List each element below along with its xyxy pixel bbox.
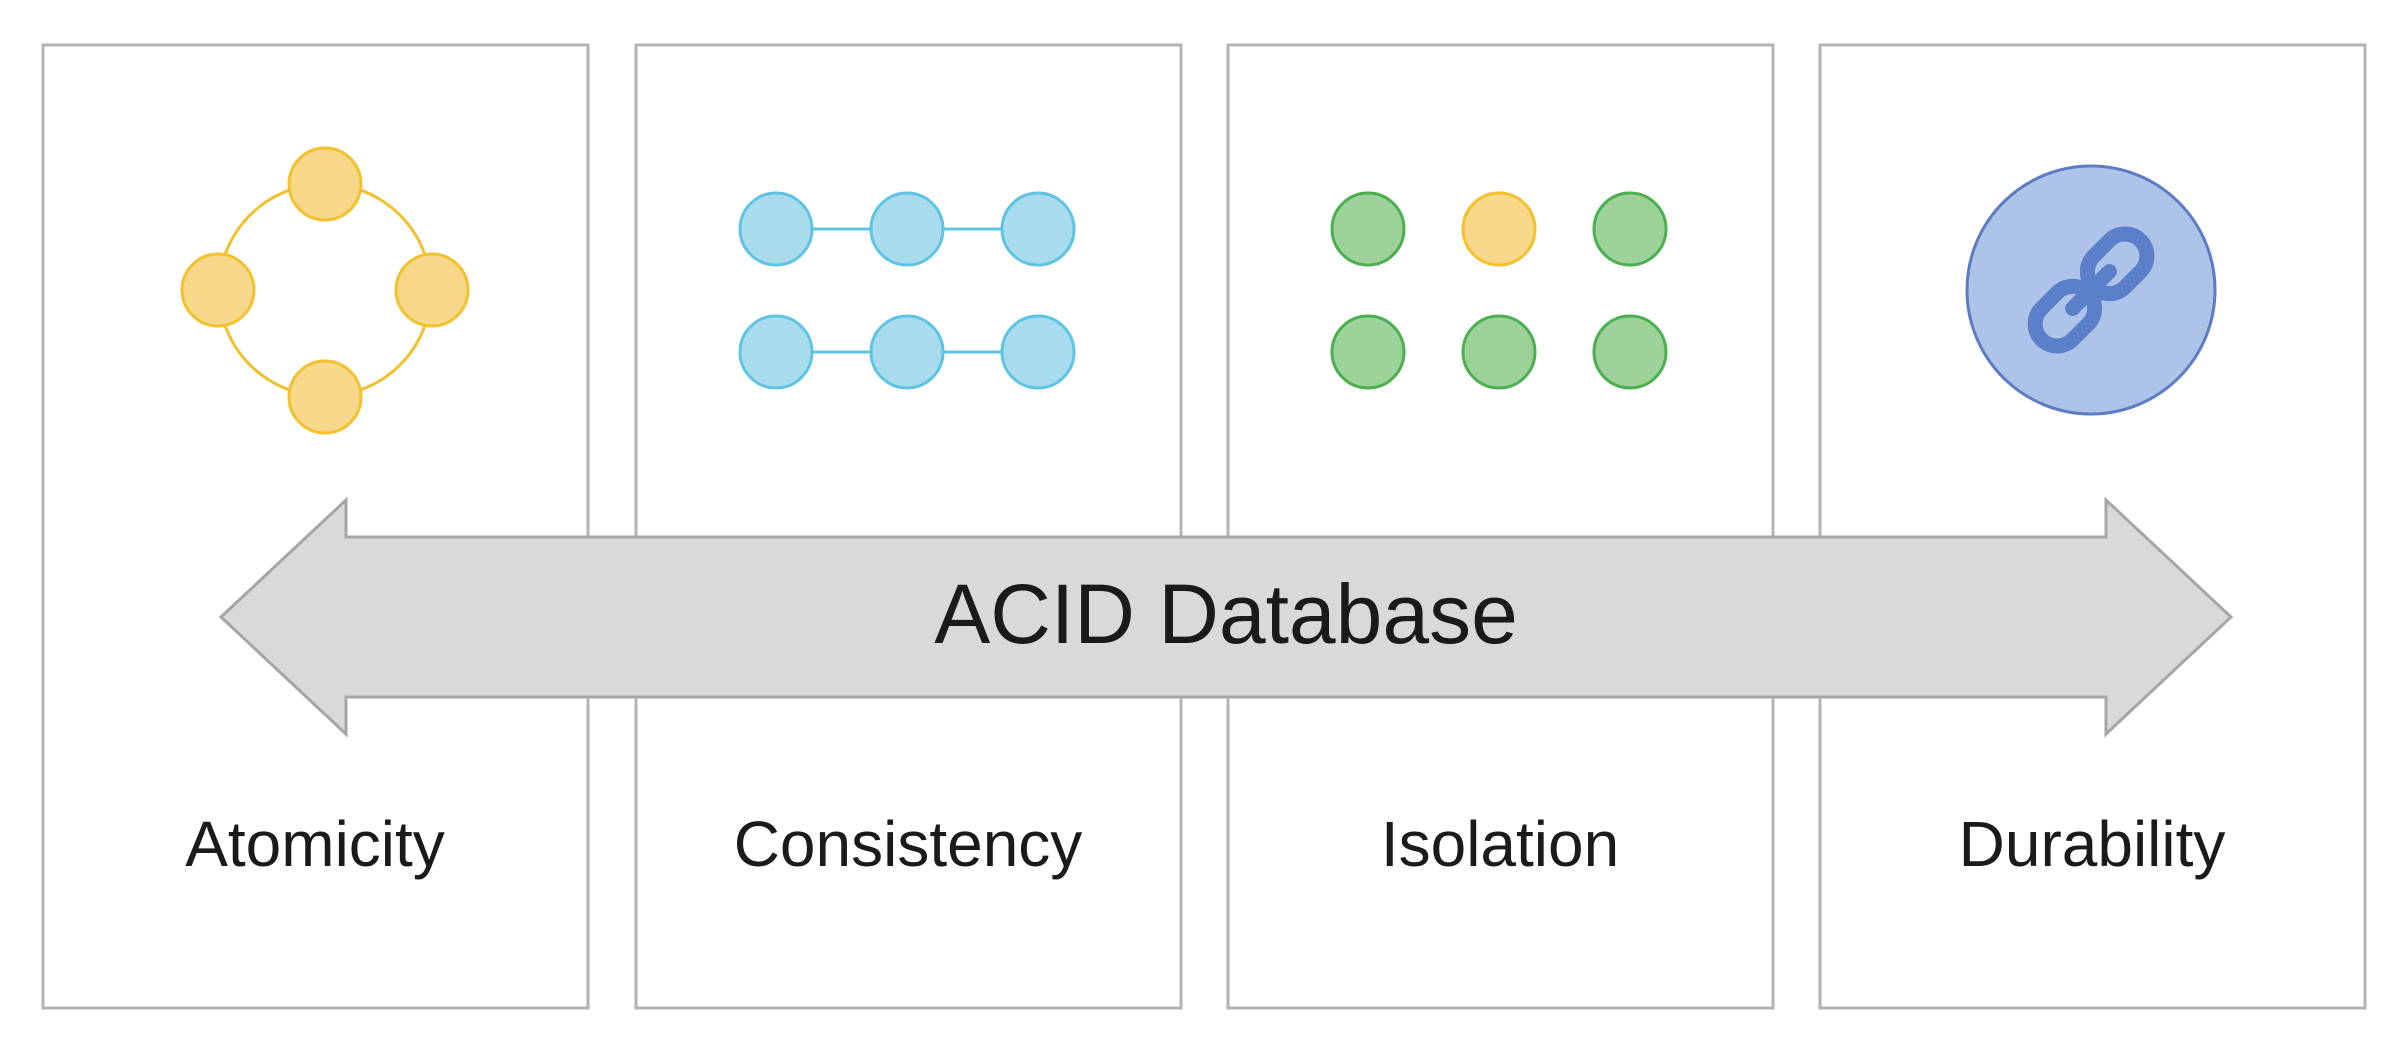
double-arrow: [218, 496, 2234, 738]
linked-rows-icon: [738, 191, 1076, 390]
label-consistency: Consistency: [734, 808, 1083, 880]
diagram-title: ACID Database: [934, 567, 1518, 661]
node-grid-icon: [1330, 191, 1668, 390]
chain-link-icon: [1965, 164, 2217, 416]
label-atomicity: Atomicity: [185, 808, 445, 880]
ring-of-nodes-icon: [180, 146, 470, 435]
label-isolation: Isolation: [1381, 808, 1619, 880]
label-durability: Durability: [1959, 808, 2226, 880]
